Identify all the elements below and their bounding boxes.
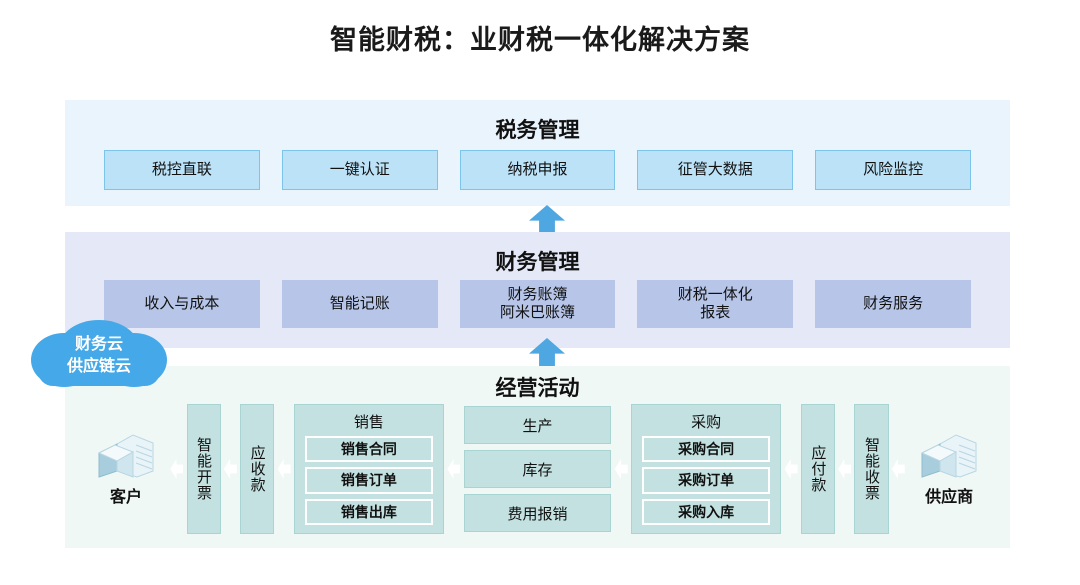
page-title: 智能财税：业财税一体化解决方案 [330, 25, 750, 55]
tax-item-one-click-verification[interactable]: 一键认证 [281, 150, 438, 190]
band-title-finance: 财务管理 [495, 251, 580, 274]
chevron-left-icon-production [611, 404, 631, 534]
business-group-purchase-title: 采购 [691, 414, 722, 431]
band-tax-management: 税务管理 税控直联 一键认证 纳税申报 征管大数据 风险监控 [65, 100, 1010, 206]
tax-item-row: 税控直联 一键认证 纳税申报 征管大数据 风险监控 [93, 150, 982, 190]
business-activity-row: 客户 智能开票 应收款 销售 销售合同 销售订单 销售出库 [85, 404, 990, 534]
chevron-left-icon-receipt [889, 404, 909, 534]
business-block-payables-label: 应付款 [809, 445, 827, 493]
sales-item-contract[interactable]: 销售合同 [304, 436, 434, 463]
business-group-purchase-items: 采购合同 采购订单 采购入库 [642, 436, 771, 525]
building-icon [97, 434, 154, 478]
endpoint-customer: 客户 [85, 404, 167, 534]
endpoint-customer-label: 客户 [109, 489, 142, 506]
finance-item-row: 收入与成本 智能记账 财务账簿 阿米巴账簿 财税一体化 报表 财务服务 [93, 280, 982, 328]
finance-item-financial-services[interactable]: 财务服务 [815, 280, 971, 328]
cloud-icon [31, 320, 167, 387]
sales-item-outbound[interactable]: 销售出库 [304, 498, 434, 525]
production-item-production[interactable]: 生产 [463, 406, 612, 444]
business-group-sales-title: 销售 [353, 414, 384, 431]
cloud-badge: 财务云 供应链云 [28, 318, 170, 392]
purchase-item-contract[interactable]: 采购合同 [642, 436, 771, 463]
business-block-receivables-label: 应收款 [248, 445, 266, 493]
sales-item-order[interactable]: 销售订单 [304, 467, 434, 494]
endpoint-supplier-label: 供应商 [925, 489, 974, 506]
tax-item-risk-monitoring[interactable]: 风险监控 [815, 150, 971, 190]
business-group-purchase: 采购 采购合同 采购订单 采购入库 [631, 404, 782, 534]
business-block-payables[interactable]: 应付款 [800, 404, 835, 534]
tax-item-tax-control-link[interactable]: 税控直联 [104, 150, 260, 190]
tax-item-collection-big-data[interactable]: 征管大数据 [637, 150, 794, 190]
finance-item-smart-bookkeeping[interactable]: 智能记账 [281, 280, 438, 328]
chevron-left-icon-sales [444, 404, 464, 534]
endpoint-supplier: 供应商 [908, 404, 990, 534]
chevron-left-icon-purchase [781, 404, 801, 534]
business-block-receivables[interactable]: 应收款 [240, 404, 275, 534]
business-block-smart-receipt-label: 智能收票 [862, 437, 880, 501]
chevron-left-icon-receivables [274, 404, 294, 534]
finance-item-financial-ledger[interactable]: 财务账簿 阿米巴账簿 [459, 280, 616, 328]
purchase-item-inbound[interactable]: 采购入库 [642, 498, 771, 525]
tax-item-tax-filing[interactable]: 纳税申报 [459, 150, 616, 190]
finance-item-revenue-and-cost[interactable]: 收入与成本 [104, 280, 260, 328]
business-block-smart-invoicing[interactable]: 智能开票 [186, 404, 221, 534]
business-group-sales: 销售 销售合同 销售订单 销售出库 [293, 404, 445, 534]
building-icon [920, 434, 977, 478]
finance-item-integrated-report[interactable]: 财税一体化 报表 [637, 280, 794, 328]
purchase-item-order[interactable]: 采购订单 [642, 467, 771, 494]
business-block-smart-receipt[interactable]: 智能收票 [854, 404, 889, 534]
band-financial-management: 财务管理 收入与成本 智能记账 财务账簿 阿米巴账簿 财税一体化 报表 财务服务 [65, 232, 1010, 348]
business-block-smart-invoicing-label: 智能开票 [195, 437, 213, 501]
production-item-expense-reimbursement[interactable]: 费用报销 [463, 494, 612, 532]
band-title-tax: 税务管理 [495, 119, 580, 142]
chevron-left-icon-payables [835, 404, 855, 534]
band-title-business: 经营活动 [495, 377, 580, 400]
band-business-activity: 经营活动 客户 [65, 366, 1010, 548]
chevron-left-icon-invoicing [221, 404, 241, 534]
production-item-inventory[interactable]: 库存 [463, 450, 612, 488]
chevron-left-icon-customer [167, 404, 187, 534]
business-group-sales-items: 销售合同 销售订单 销售出库 [304, 436, 434, 525]
business-stack-production: 生产 库存 费用报销 [463, 404, 612, 534]
